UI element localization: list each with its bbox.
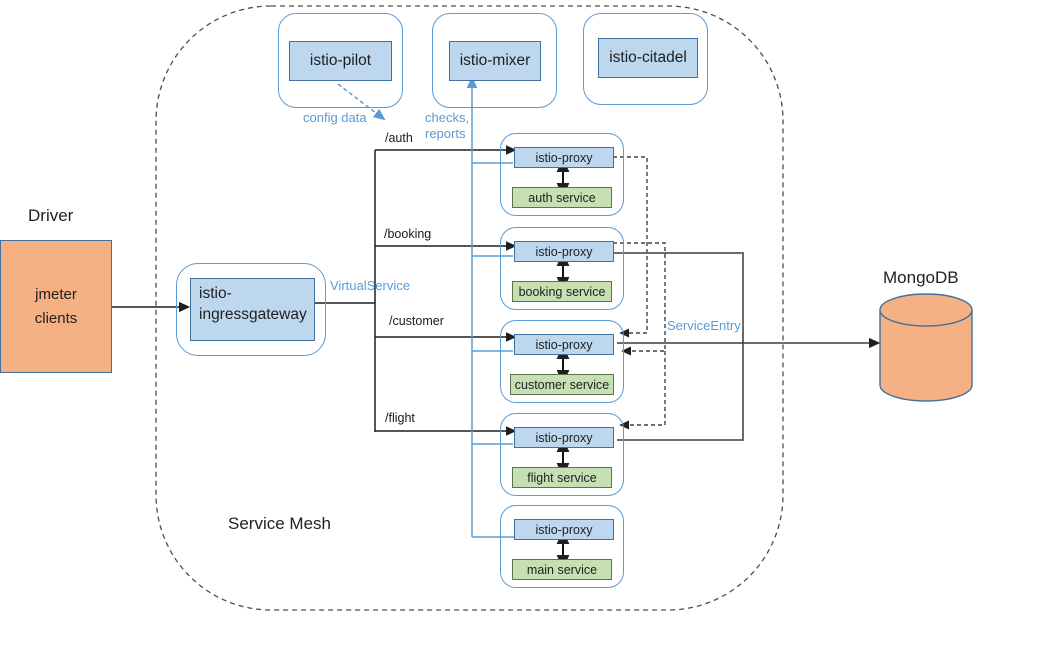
- arrow-config-data: [337, 83, 386, 121]
- istio-citadel-label: istio-citadel: [609, 49, 687, 66]
- pilot-group: [278, 13, 403, 108]
- route-auth-label: /auth: [385, 131, 413, 145]
- dashed-auth-to-customer: [613, 156, 648, 338]
- istio-pilot-label: istio-pilot: [309, 52, 372, 69]
- checks-reports-label: checks, reports: [425, 110, 470, 141]
- mongodb-cylinder: [879, 293, 973, 402]
- auth-service-box: auth service: [512, 187, 612, 208]
- route-customer-label: /customer: [389, 314, 444, 328]
- istio-mixer-box: istio-mixer: [449, 41, 541, 81]
- istio-mixer-label: istio-mixer: [459, 52, 531, 69]
- mongodb-label: MongoDB: [883, 268, 959, 287]
- booking-service-box: booking service: [512, 281, 612, 302]
- line-booking-flight-egress: [613, 252, 744, 441]
- main-pod-group: [500, 505, 624, 588]
- main-istio-proxy-box: istio-proxy: [514, 519, 614, 540]
- serviceentry-label: ServiceEntry: [667, 318, 741, 333]
- service-mesh-label: Service Mesh: [228, 514, 331, 533]
- istio-ingressgateway-label: istio- ingressgateway: [199, 285, 307, 323]
- flight-pod-group: [500, 413, 624, 496]
- route-flight-label: /flight: [385, 411, 415, 425]
- route-booking-label: /booking: [384, 227, 432, 241]
- jmeter-label-line2: clients: [34, 309, 78, 327]
- virtualservice-label: VirtualService: [330, 278, 410, 293]
- istio-pilot-box: istio-pilot: [289, 41, 392, 81]
- gateway-group: [176, 263, 326, 356]
- istio-citadel-box: istio-citadel: [598, 38, 698, 78]
- main-service-box: main service: [512, 559, 612, 580]
- booking-pod-group: [500, 227, 624, 310]
- booking-istio-proxy-box: istio-proxy: [514, 241, 614, 262]
- dashed-to-flight: [619, 351, 666, 430]
- customer-service-box: customer service: [510, 374, 614, 395]
- istio-ingressgateway-box: istio- ingressgateway: [190, 278, 315, 341]
- mixer-telemetry-lines: [466, 76, 516, 538]
- flight-service-box: flight service: [512, 467, 612, 488]
- jmeter-label-line1: jmeter: [35, 285, 77, 303]
- flight-istio-proxy-box: istio-proxy: [514, 427, 614, 448]
- config-data-label: config data: [303, 110, 367, 125]
- customer-istio-proxy-box: istio-proxy: [514, 334, 614, 355]
- auth-pod-group: [500, 133, 624, 216]
- driver-title: Driver: [28, 206, 74, 225]
- mixer-group: [432, 13, 557, 108]
- service-mesh-boundary: [155, 5, 784, 611]
- dashed-booking-to-customer: [613, 242, 666, 356]
- auth-istio-proxy-box: istio-proxy: [514, 147, 614, 168]
- customer-pod-group: [500, 320, 624, 403]
- citadel-group: [583, 13, 708, 105]
- jmeter-clients-box: jmeter clients: [0, 240, 112, 373]
